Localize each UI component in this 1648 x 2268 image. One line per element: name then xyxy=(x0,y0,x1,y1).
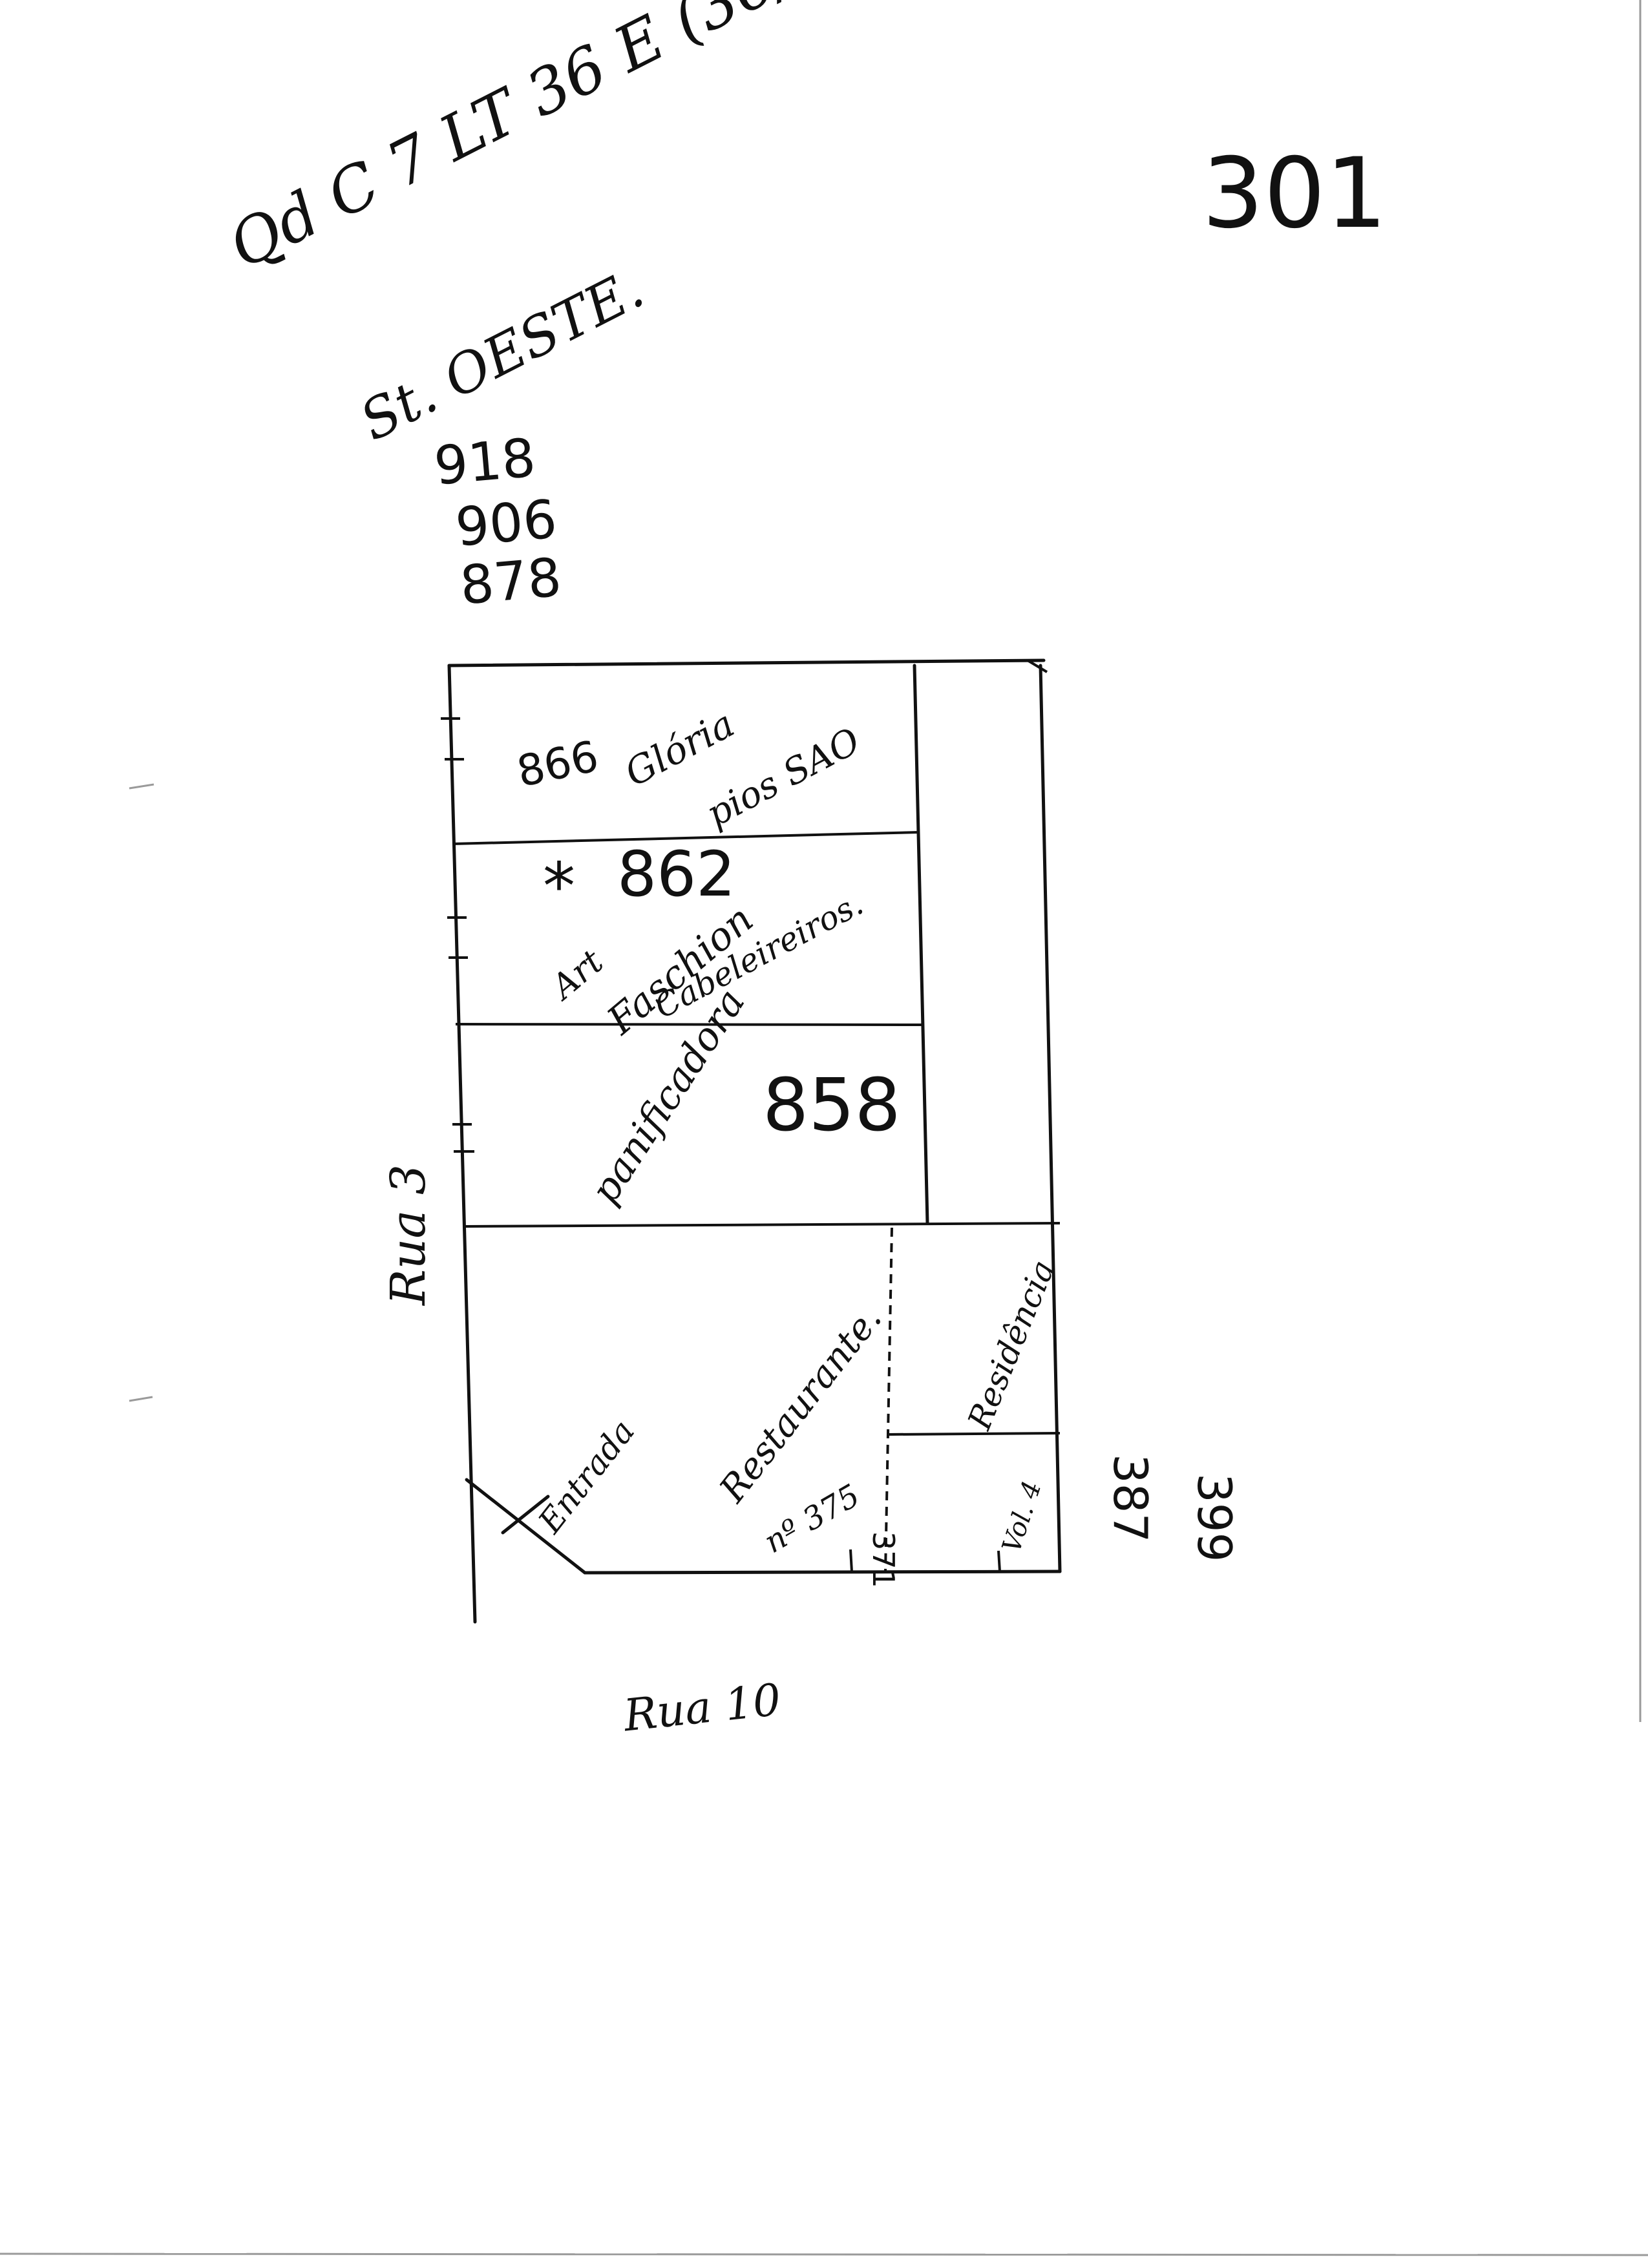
number-399: 399 xyxy=(1187,1473,1241,1562)
scan-speck xyxy=(129,1396,153,1402)
lot-divider-1 xyxy=(452,831,920,845)
lot-divider-3 xyxy=(465,1222,1061,1228)
tick-mark xyxy=(997,1550,1001,1572)
number-918: 918 xyxy=(432,427,538,498)
tick-mark xyxy=(849,1549,853,1572)
lot-number-862: 862 xyxy=(617,838,736,910)
number-906: 906 xyxy=(453,488,560,559)
left-wall xyxy=(447,664,477,1624)
lot-862-marker: * xyxy=(543,848,575,924)
scan-edge xyxy=(0,2252,1648,2256)
number-878: 878 xyxy=(458,547,564,617)
bottom-wall xyxy=(583,1570,1062,1575)
entrance-crossmark xyxy=(501,1495,550,1535)
corridor-wall xyxy=(913,664,929,1225)
corner-divider xyxy=(886,1432,1061,1436)
right-wall xyxy=(1039,664,1062,1573)
page-number: 301 xyxy=(1202,138,1388,250)
entrance-diagonal xyxy=(465,1478,587,1575)
tick-mark xyxy=(1026,659,1048,673)
restaurant-divider xyxy=(884,1227,893,1572)
street-left-label: Rua 3 xyxy=(381,1164,436,1305)
lot-number-858: 858 xyxy=(763,1064,901,1148)
lot-divider-2 xyxy=(455,1023,924,1026)
corner-number: 371 xyxy=(866,1531,901,1588)
top-wall xyxy=(447,658,1046,667)
scan-speck xyxy=(129,783,154,790)
number-387: 387 xyxy=(1103,1454,1157,1543)
